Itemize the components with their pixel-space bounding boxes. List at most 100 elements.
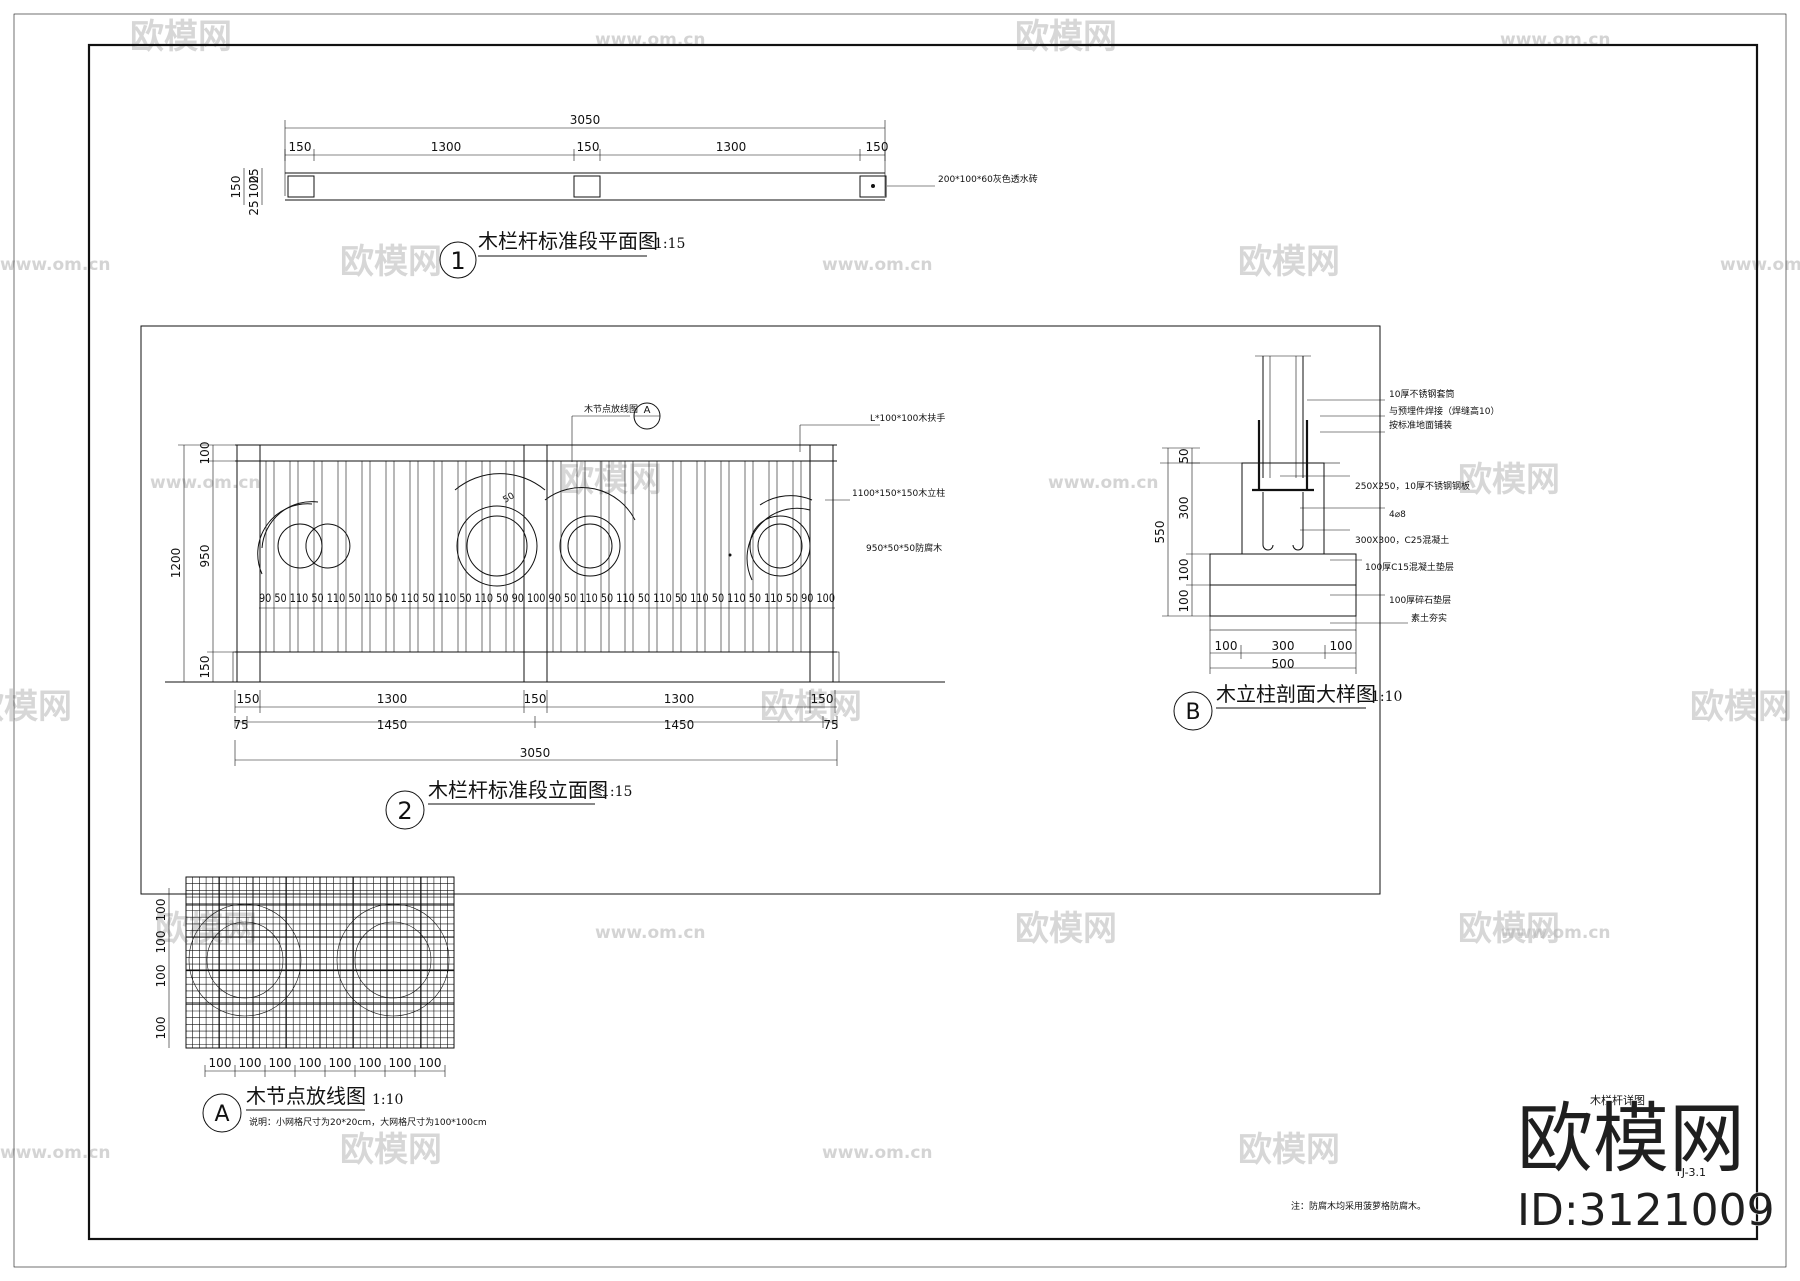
watermark-url-7: www.om.cn	[595, 923, 706, 943]
sec-label-3: 按标准地面铺装	[1389, 419, 1452, 431]
watermark-url-1: www.om.cn	[1500, 30, 1611, 50]
elev-handrail-callout: L*100*100木扶手	[870, 412, 945, 424]
sec-bdim-2: 300	[1272, 639, 1295, 653]
elev-bdim-5: 150	[811, 692, 834, 706]
watermark-url-0: www.om.cn	[595, 30, 706, 50]
plan-view: 3050 150 1300 150 1300 150 200*100*60灰色透…	[229, 113, 1038, 279]
node-view-scale: 1:10	[372, 1092, 403, 1108]
section-view-scale: 1:10	[1371, 689, 1402, 705]
sheet-note: 注：防腐木均采用菠萝格防腐木。	[1291, 1200, 1426, 1212]
watermark-url-9: www.om.cn	[822, 1143, 933, 1163]
elev-bdim-2: 1300	[377, 692, 408, 706]
plan-vdim-100: 100	[247, 176, 261, 199]
elev-bdim-6: 75	[233, 718, 248, 732]
node-view-title: 木节点放线图	[246, 1084, 366, 1108]
watermark-brand-2: 欧模网	[340, 242, 442, 282]
sec-vdim-100b: 100	[1177, 590, 1191, 613]
node-bdim-7: 100	[389, 1056, 412, 1070]
plan-vdim-25b: 25	[247, 200, 261, 215]
watermark-brand-1: 欧模网	[1015, 17, 1117, 57]
elev-bdim-3: 150	[524, 692, 547, 706]
sec-label-5: 4⌀8	[1389, 510, 1406, 520]
plan-view-scale: 1:15	[654, 236, 685, 252]
node-bdim-8: 100	[419, 1056, 442, 1070]
plan-view-title: 木栏杆标准段平面图	[478, 229, 658, 253]
node-bdim-4: 100	[299, 1056, 322, 1070]
elev-bdim-8: 1450	[664, 718, 695, 732]
sec-label-6: 300X300，C25混凝土	[1355, 534, 1449, 546]
plan-vdim-25a: 25	[247, 168, 261, 183]
watermark-brand-10: 欧模网	[1238, 1130, 1340, 1170]
watermark-brand-3: 欧模网	[1238, 242, 1340, 282]
elev-node-ref-symbol: A	[644, 405, 651, 416]
watermark-url-2: www.om.cn	[0, 255, 111, 275]
node-vdim-2: 100	[154, 931, 168, 954]
watermark-brand-12: 欧模网	[1458, 909, 1560, 949]
node-view-symbol: A	[214, 1102, 229, 1127]
elev-post-callout: 1100*150*150木立柱	[852, 487, 945, 499]
elev-bdim-total: 3050	[520, 746, 551, 760]
sec-label-4: 250X250，10厚不锈钢钢板	[1355, 480, 1470, 492]
elev-vdim-top: 100	[198, 442, 212, 465]
elev-baluster-callout: 950*50*50防腐木	[866, 542, 942, 554]
node-view-note: 说明：小网格尺寸为20*20cm，大网格尺寸为100*100cm	[249, 1116, 487, 1128]
elev-vdim-mid: 950	[198, 545, 212, 568]
elev-vdim-bottom: 150	[198, 656, 212, 679]
decorative-rings: 50	[257, 473, 813, 587]
plan-seg-dim-5: 150	[866, 140, 889, 154]
elevation-frame	[140, 325, 1381, 895]
node-vdim-1: 100	[154, 899, 168, 922]
watermark-url-5: www.om.cn	[150, 473, 261, 493]
sheet-drawing-name: 木栏杆详图	[1590, 1093, 1645, 1107]
brand-id-text: ID:3121009	[1517, 1185, 1775, 1236]
watermark-brand-8: 欧模网	[1690, 687, 1792, 727]
section-view-symbol: B	[1185, 700, 1200, 725]
elevation-view: 50 90 50 110 50 110 50 110 50 110 50 110…	[165, 402, 945, 830]
node-bdim-5: 100	[329, 1056, 352, 1070]
node-bdim-3: 100	[269, 1056, 292, 1070]
plan-vdim-total: 150	[229, 176, 243, 199]
post-section-view: 50 300 100 100 550 100 300 100 500 10厚不锈…	[1153, 355, 1499, 731]
watermark-layer: 欧模网欧模网欧模网欧模网欧模网欧模网欧模网欧模网欧模网欧模网欧模网欧模网欧模网欧…	[0, 17, 1800, 1170]
plan-total-dim: 3050	[570, 113, 601, 127]
watermark-url-6: www.om.cn	[1048, 473, 1159, 493]
sec-label-7: 100厚C15混凝土垫层	[1365, 561, 1454, 573]
elevation-view-title: 木栏杆标准段立面图	[428, 778, 608, 802]
brand-logo-text: 欧模网	[1517, 1094, 1745, 1183]
sec-vdim-100a: 100	[1177, 559, 1191, 582]
elevation-view-number-circle	[385, 790, 425, 830]
elev-bdim-9: 75	[823, 718, 838, 732]
section-view-title: 木立柱剖面大样图	[1216, 682, 1376, 706]
node-vdim-4: 100	[154, 1017, 168, 1040]
elev-bdim-1: 150	[237, 692, 260, 706]
watermark-url-8: www.om.cn	[1500, 923, 1611, 943]
elev-bdim-7: 1450	[377, 718, 408, 732]
sec-vdim-300: 300	[1177, 497, 1191, 520]
node-vdim-3: 100	[154, 965, 168, 988]
sec-bdim-1: 100	[1215, 639, 1238, 653]
watermark-brand-6: 欧模网	[0, 687, 72, 727]
sec-vdim-50: 50	[1177, 448, 1191, 463]
sheet-drawing-no: TJ-3.1	[1674, 1166, 1706, 1179]
elev-vdim-total: 1200	[169, 548, 183, 579]
section-view-symbol-circle	[1173, 691, 1213, 731]
outer-border	[13, 13, 1787, 1268]
watermark-brand-11: 欧模网	[340, 1130, 442, 1170]
node-bdim-1: 100	[209, 1056, 232, 1070]
plan-seg-dim-1: 150	[289, 140, 312, 154]
plan-seg-dim-4: 1300	[716, 140, 747, 154]
node-view-symbol-circle	[202, 1093, 242, 1133]
elevation-view-scale: 1:15	[601, 784, 632, 800]
plan-seg-dim-2: 1300	[431, 140, 462, 154]
elev-arc-dim: 50	[502, 491, 517, 506]
elev-node-ref-label: 木节点放线图	[584, 403, 638, 415]
sec-label-2: 与预埋件焊接（焊缝高10）	[1389, 405, 1499, 417]
elev-slat-spacing: 90 50 110 50 110 50 110 50 110 50 110 50…	[259, 592, 835, 605]
plan-paver-callout: 200*100*60灰色透水砖	[938, 173, 1038, 185]
plan-view-number: 1	[450, 247, 465, 275]
watermark-url-4: www.om.cn	[1720, 255, 1800, 275]
watermark-brand-4: 欧模网	[1458, 460, 1560, 500]
elevation-view-number: 2	[397, 797, 412, 825]
